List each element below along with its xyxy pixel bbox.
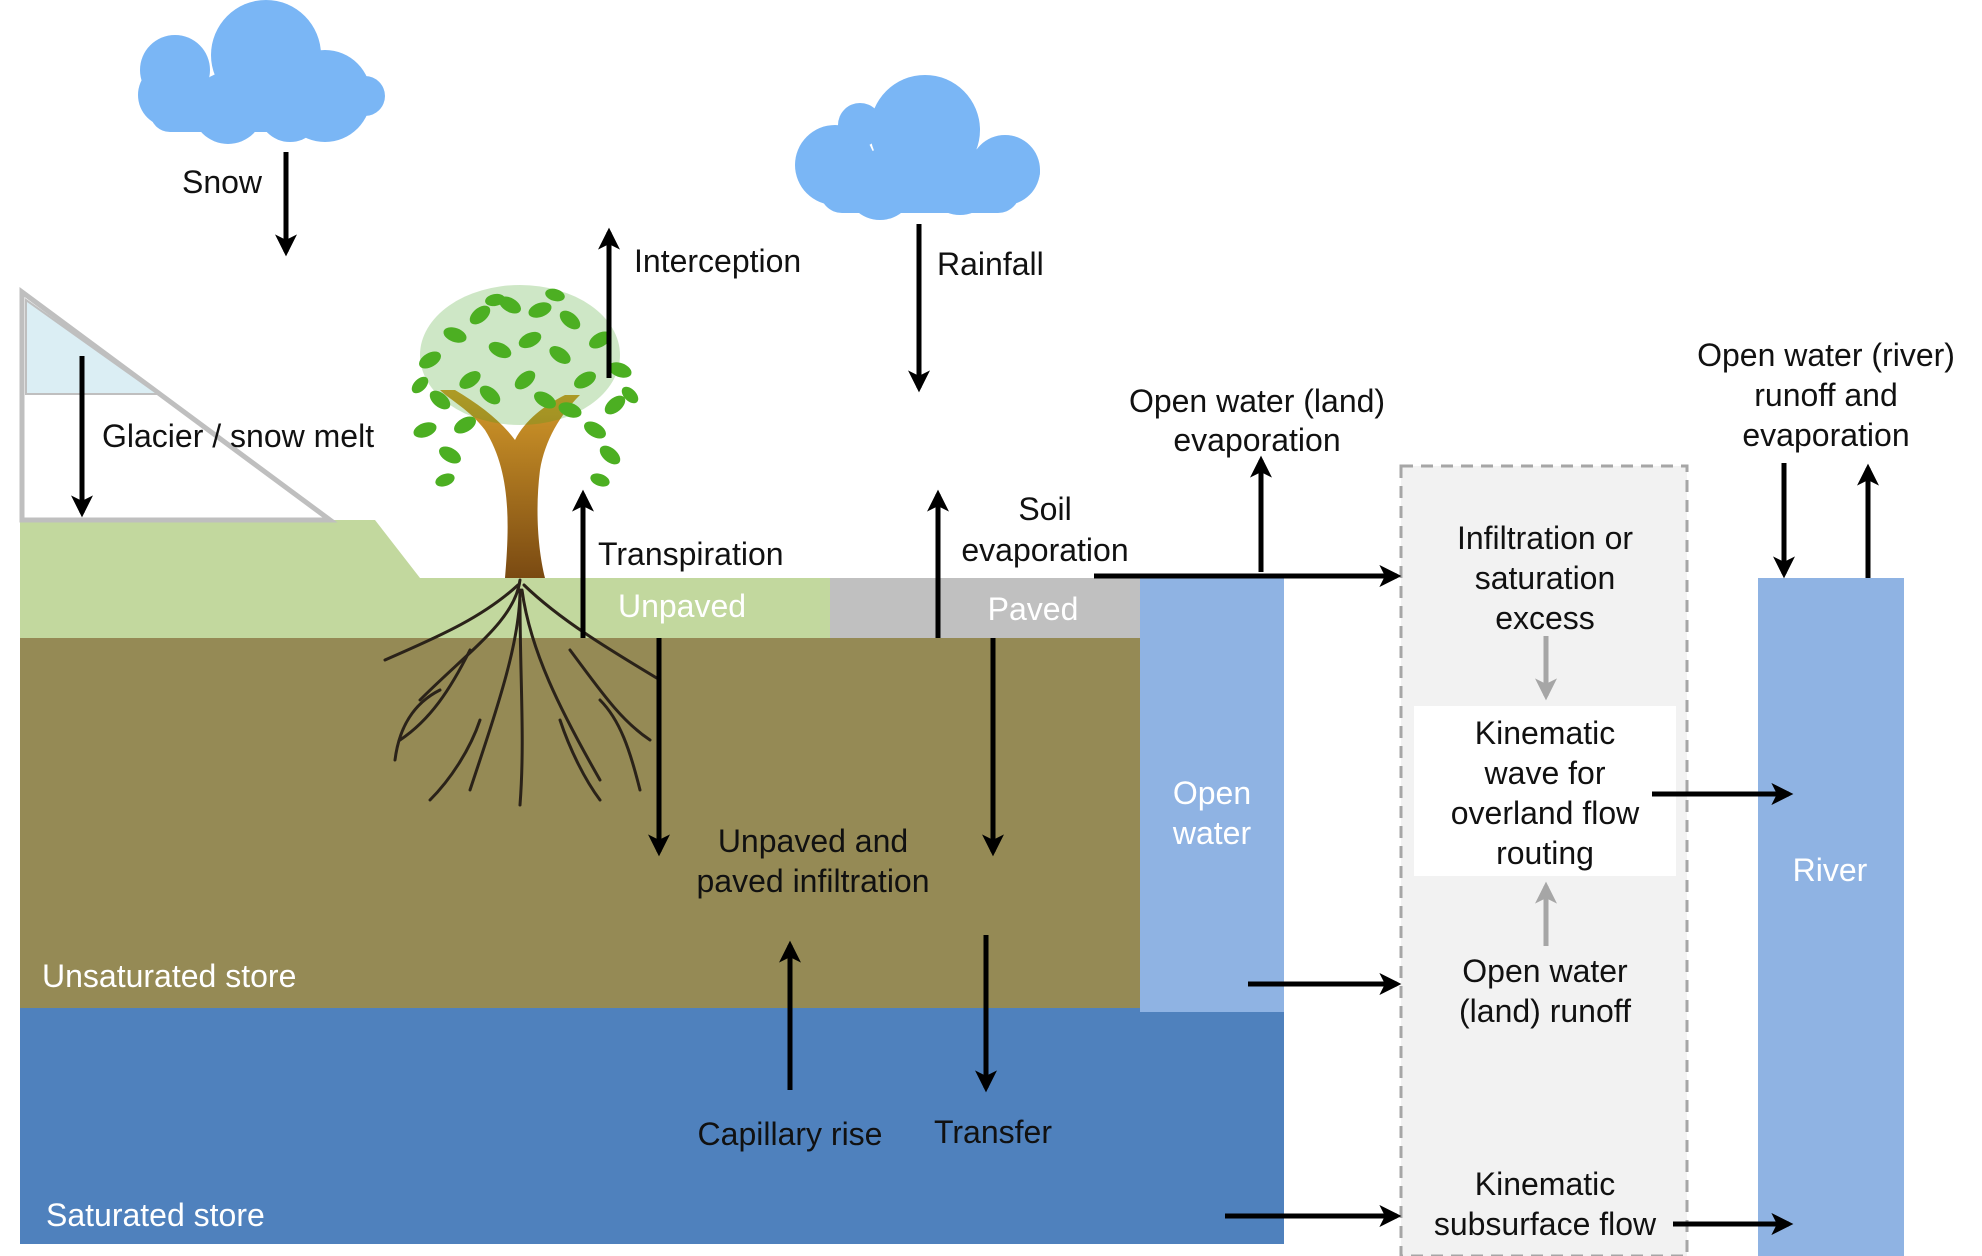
label-open-water-1: Open xyxy=(1173,775,1251,811)
cloud-icon-snow xyxy=(138,0,385,144)
unsaturated-store-layer xyxy=(20,638,1140,1008)
flow-arrows xyxy=(70,152,1880,1236)
label-capillary-rise: Capillary rise xyxy=(698,1116,883,1152)
label-kinematic-4: routing xyxy=(1496,835,1594,871)
tree-icon xyxy=(383,285,662,807)
label-glacier-melt: Glacier / snow melt xyxy=(102,418,374,454)
label-ow-land-runoff-2: (land) runoff xyxy=(1459,993,1631,1029)
label-kinematic-2: wave for xyxy=(1484,755,1606,791)
label-interception: Interception xyxy=(634,243,801,279)
label-paved: Paved xyxy=(988,591,1079,627)
label-infil-excess-1: Infiltration or xyxy=(1457,520,1633,556)
label-kin-sub-2: subsurface flow xyxy=(1434,1206,1657,1242)
label-soil-evaporation-2: evaporation xyxy=(961,532,1128,568)
paved-surface xyxy=(830,578,1140,638)
river-column xyxy=(1758,578,1904,1256)
label-transpiration: Transpiration xyxy=(598,536,784,572)
label-kin-sub-1: Kinematic xyxy=(1475,1166,1616,1202)
label-open-water-river-2: runoff and xyxy=(1754,377,1898,413)
label-open-water-river-1: Open water (river) xyxy=(1697,337,1955,373)
label-saturated-store: Saturated store xyxy=(46,1197,265,1233)
label-open-water-river-3: evaporation xyxy=(1742,417,1909,453)
open-water-column xyxy=(1140,578,1284,1012)
label-transfer: Transfer xyxy=(934,1114,1052,1150)
unpaved-surface xyxy=(20,520,830,638)
label-infil-excess-2: saturation xyxy=(1475,560,1616,596)
label-infiltration-2: paved infiltration xyxy=(696,863,929,899)
label-river: River xyxy=(1793,852,1868,888)
label-unpaved: Unpaved xyxy=(618,588,746,624)
label-rainfall: Rainfall xyxy=(937,246,1044,282)
label-open-water-2: water xyxy=(1172,815,1252,851)
label-ow-land-runoff-1: Open water xyxy=(1462,953,1628,989)
label-open-water-land-evap-1: Open water (land) xyxy=(1129,383,1385,419)
diagram-labels: Snow Interception Rainfall Glacier / sno… xyxy=(42,164,1955,1242)
ground-layers xyxy=(20,520,1904,1256)
label-kinematic-1: Kinematic xyxy=(1475,715,1616,751)
label-open-water-land-evap-2: evaporation xyxy=(1173,422,1340,458)
saturated-store-layer xyxy=(20,1008,1284,1244)
label-soil-evaporation-1: Soil xyxy=(1018,491,1071,527)
label-snow: Snow xyxy=(182,164,263,200)
label-kinematic-3: overland flow xyxy=(1451,795,1640,831)
glacier-icon xyxy=(19,287,338,523)
label-infil-excess-3: excess xyxy=(1495,600,1595,636)
label-infiltration-1: Unpaved and xyxy=(718,823,908,859)
label-unsaturated-store: Unsaturated store xyxy=(42,958,296,994)
cloud-icon-rain xyxy=(795,75,1040,220)
kinematic-wave-box xyxy=(1414,706,1676,876)
